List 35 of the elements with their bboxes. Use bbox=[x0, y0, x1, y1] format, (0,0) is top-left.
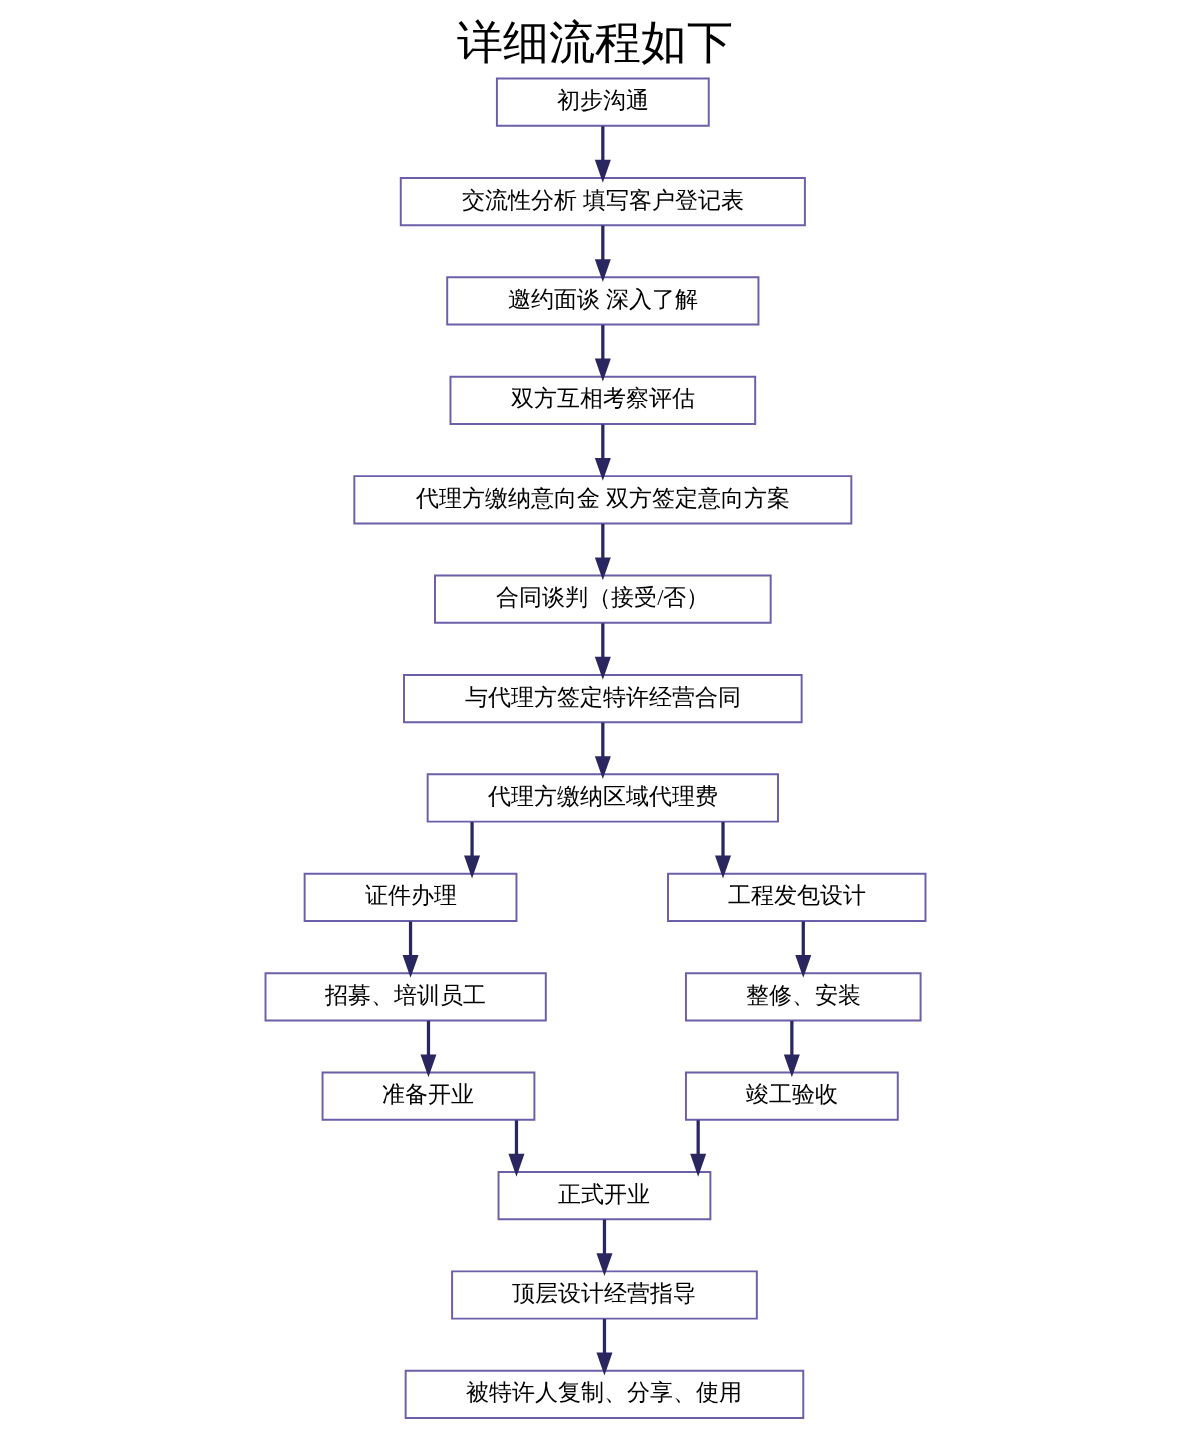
node-box: 整修、安装 bbox=[684, 972, 922, 1022]
arrow bbox=[594, 225, 611, 283]
node-box: 证件办理 bbox=[303, 872, 517, 922]
node-box: 正式开业 bbox=[497, 1171, 711, 1221]
node-box: 代理方缴纳意向金 双方签定意向方案 bbox=[352, 475, 852, 525]
arrow bbox=[594, 126, 611, 183]
arrow bbox=[507, 1120, 524, 1177]
node-box: 初步沟通 bbox=[495, 77, 710, 127]
arrow bbox=[402, 921, 419, 978]
node-box: 顶层设计经营指导 bbox=[450, 1270, 758, 1320]
node-box: 交流性分析 填写客户登记表 bbox=[399, 176, 806, 227]
arrow bbox=[783, 1020, 800, 1078]
node-box: 被特许人复制、分享、使用 bbox=[404, 1369, 804, 1419]
arrow bbox=[594, 623, 611, 680]
arrow bbox=[689, 1120, 706, 1177]
arrow bbox=[463, 822, 480, 879]
node-box: 合同谈判（接受/否） bbox=[433, 574, 772, 624]
arrow bbox=[594, 523, 611, 581]
node-box: 竣工验收 bbox=[684, 1071, 899, 1121]
node-box: 代理方缴纳区域代理费 bbox=[426, 773, 779, 823]
node-box: 准备开业 bbox=[321, 1071, 535, 1121]
node-box: 工程发包设计 bbox=[666, 872, 926, 922]
arrow bbox=[594, 722, 611, 780]
arrow bbox=[794, 921, 811, 978]
node-box: 双方互相考察评估 bbox=[449, 375, 756, 425]
arrow bbox=[419, 1020, 436, 1078]
node-box: 与代理方签定特许经营合同 bbox=[402, 673, 803, 724]
node-box: 招募、培训员工 bbox=[264, 972, 547, 1022]
arrow bbox=[714, 822, 731, 879]
arrow bbox=[594, 325, 611, 382]
node-box: 邀约面谈 深入了解 bbox=[445, 276, 759, 326]
arrow bbox=[595, 1319, 612, 1376]
arrow bbox=[594, 424, 611, 481]
arrow bbox=[595, 1219, 612, 1277]
diagram-title: 详细流程如下 bbox=[457, 16, 733, 69]
